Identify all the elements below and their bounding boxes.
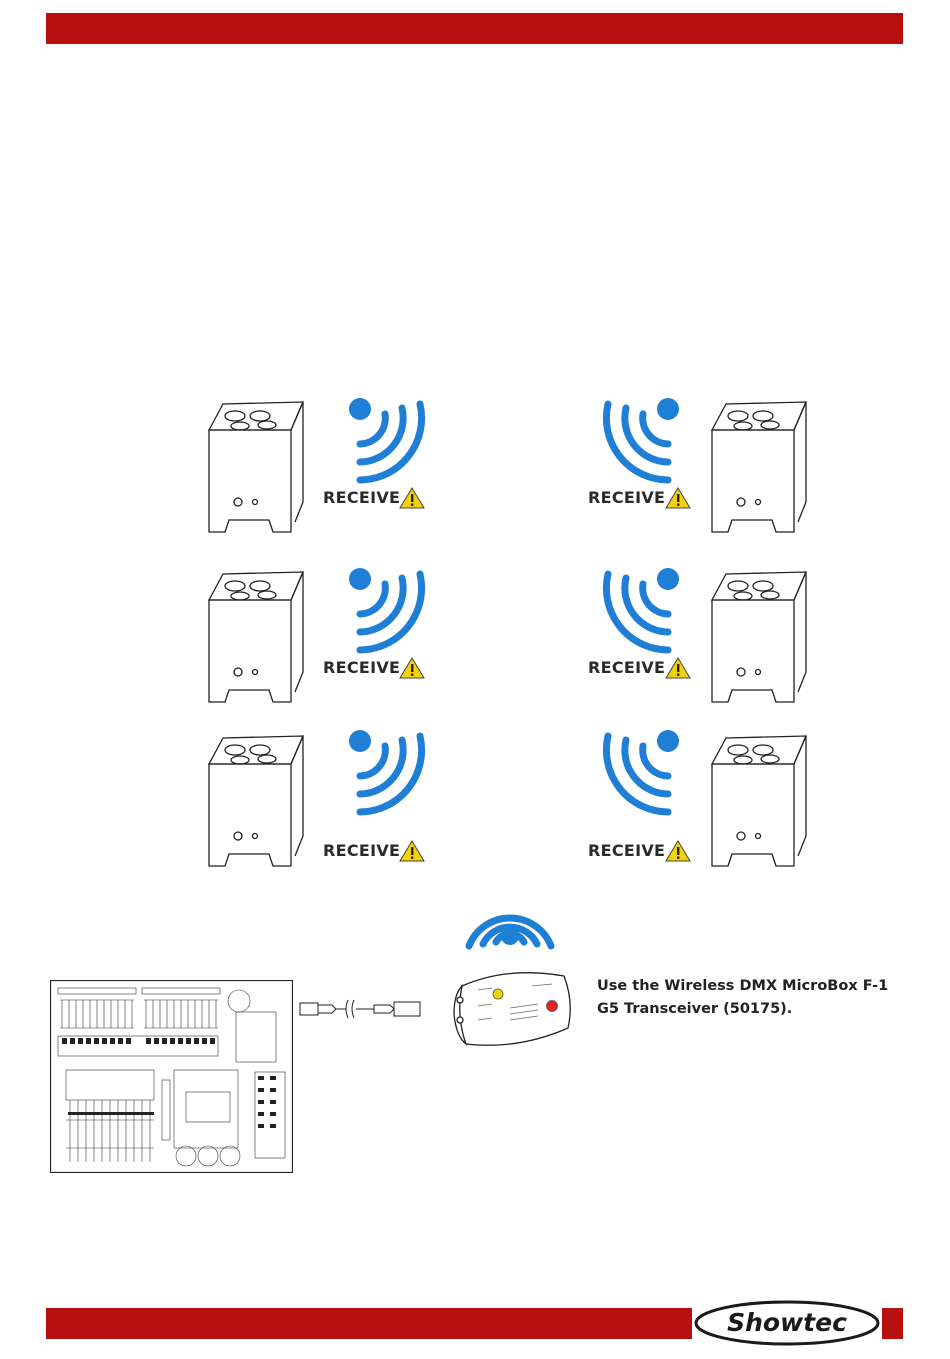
logo-text: Showtec (727, 1308, 847, 1337)
wireless-signal-icon (598, 394, 688, 484)
warning-triangle-icon (399, 839, 425, 863)
fixture-unit-1: RECEIVE (195, 392, 435, 532)
wireless-signal-icon (340, 394, 430, 484)
fixture-status-label: RECEIVE (588, 841, 665, 860)
transceiver-caption: Use the Wireless DMX MicroBox F-1 G5 Tra… (597, 975, 907, 1021)
warning-triangle-icon (665, 839, 691, 863)
showtec-logo: Showtec (694, 1300, 880, 1346)
fixture-status-label: RECEIVE (323, 658, 400, 677)
battery-par-fixture-icon (698, 562, 813, 707)
fixture-unit-3: RECEIVE (195, 562, 435, 702)
warning-triangle-icon (399, 656, 425, 680)
caption-line-2: G5 Transceiver (50175). (597, 998, 907, 1021)
header-bar (46, 13, 903, 44)
fixture-status-label: RECEIVE (323, 488, 400, 507)
wireless-signal-icon (463, 882, 557, 960)
battery-par-fixture-icon (195, 726, 310, 871)
battery-par-fixture-icon (195, 392, 310, 537)
footer-bar-end (882, 1308, 903, 1339)
dmx-controller-icon (50, 980, 293, 1173)
battery-par-fixture-icon (698, 726, 813, 871)
battery-par-fixture-icon (698, 392, 813, 537)
fixture-unit-6: RECEIVE (588, 746, 828, 886)
xlr-cable-icon (298, 994, 428, 1024)
wireless-signal-icon (598, 726, 688, 816)
fixture-unit-2: RECEIVE (588, 392, 828, 532)
battery-par-fixture-icon (195, 562, 310, 707)
wireless-signal-icon (340, 726, 430, 816)
caption-line-1: Use the Wireless DMX MicroBox F-1 (597, 975, 907, 998)
wireless-signal-icon (340, 564, 430, 654)
wireless-signal-icon (598, 564, 688, 654)
warning-triangle-icon (665, 656, 691, 680)
fixture-unit-4: RECEIVE (588, 562, 828, 702)
fixture-unit-5: RECEIVE (195, 746, 435, 886)
warning-triangle-icon (665, 486, 691, 510)
fixture-status-label: RECEIVE (323, 841, 400, 860)
wireless-transceiver-icon (448, 962, 578, 1060)
fixture-status-label: RECEIVE (588, 658, 665, 677)
fixture-status-label: RECEIVE (588, 488, 665, 507)
footer-bar (46, 1308, 692, 1339)
warning-triangle-icon (399, 486, 425, 510)
